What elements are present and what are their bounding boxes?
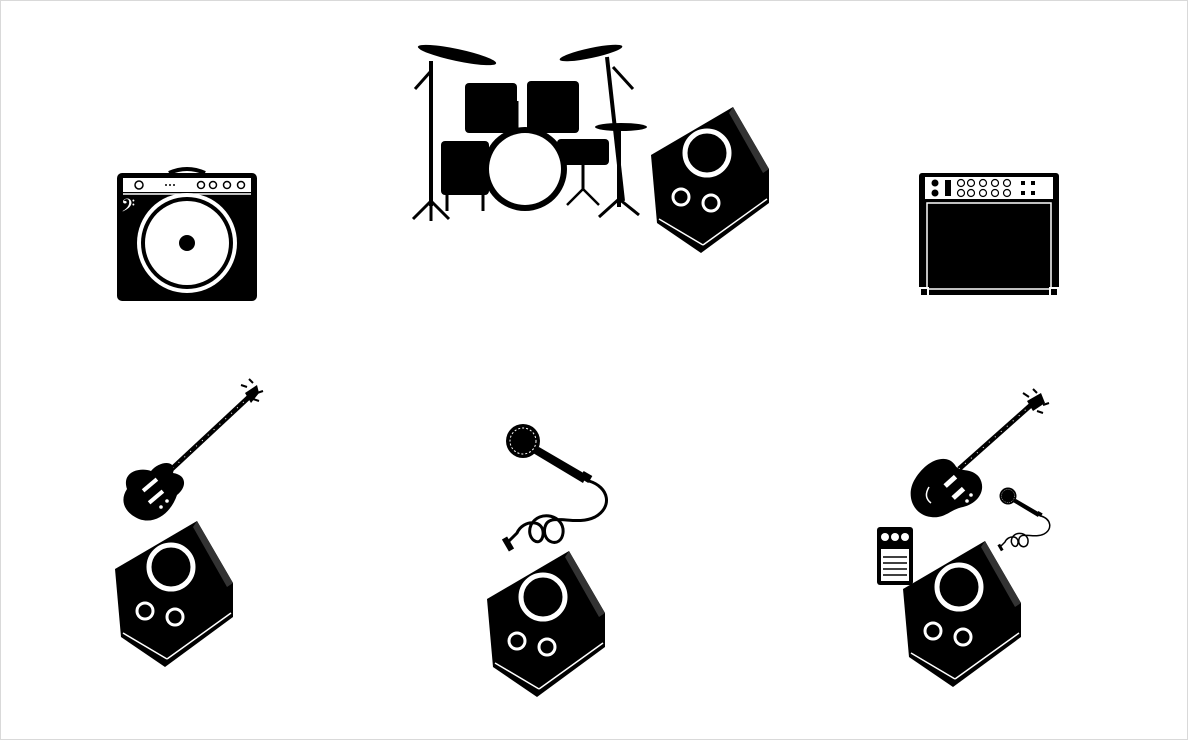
drum-kit-icon [413, 41, 647, 221]
microphone-icon [997, 488, 1049, 552]
bass-amp-icon: 𝄢 [117, 169, 257, 301]
floor-monitor-icon [903, 541, 1021, 687]
guitar-combo-amp-icon [919, 173, 1059, 295]
effects-pedal-icon [877, 527, 913, 585]
electric-guitar-icon [911, 389, 1049, 517]
microphone-icon [502, 424, 607, 552]
bass-guitar-icon [123, 379, 263, 521]
floor-monitor-icon [115, 521, 233, 667]
svg-text:𝄢: 𝄢 [121, 196, 135, 221]
floor-monitor-icon [651, 107, 769, 253]
floor-monitor-icon [487, 551, 605, 697]
